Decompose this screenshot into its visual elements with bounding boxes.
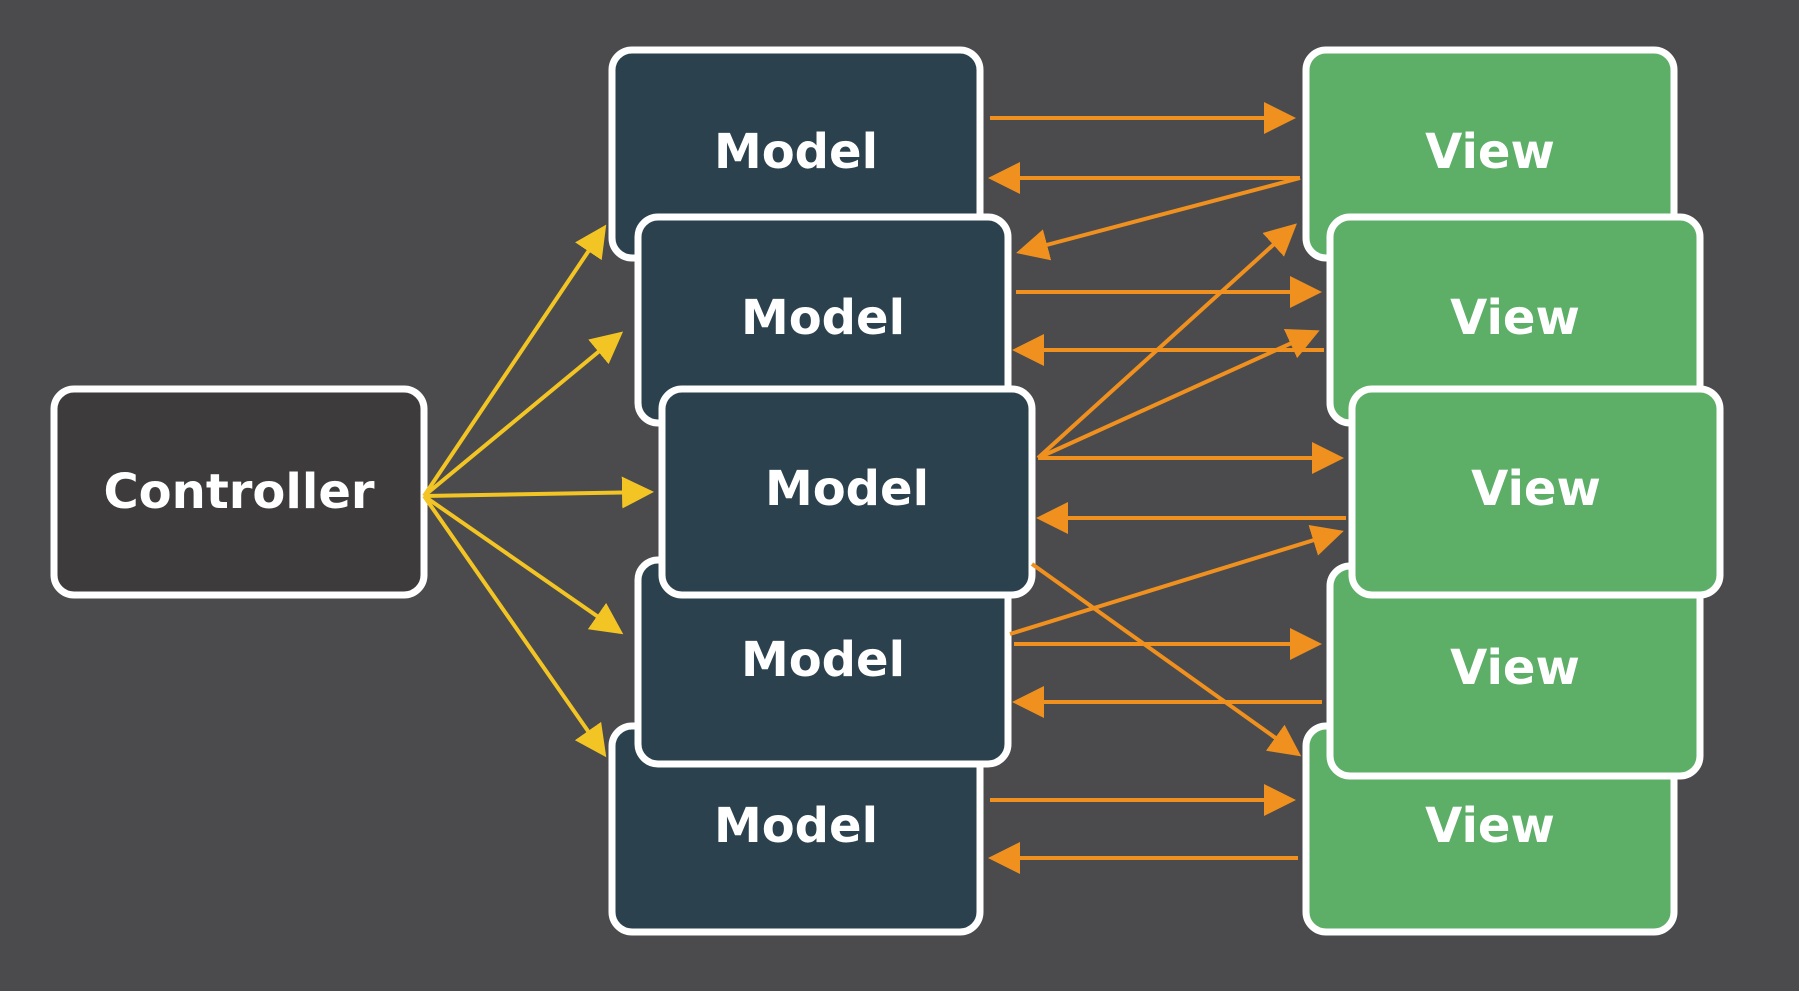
view-1-to-model-2-arrow <box>1016 176 1301 261</box>
model-box-2: Model <box>634 213 1012 427</box>
view-label-1: View <box>1425 124 1555 180</box>
model-box-3: Model <box>658 385 1036 599</box>
model-3-to-view-5-arrow <box>1030 562 1302 757</box>
controller-to-model-5-arrow <box>422 494 607 758</box>
controller-box-rect <box>50 385 428 599</box>
model-box-1: Model <box>608 46 984 262</box>
model-label-4: Model <box>741 632 905 688</box>
model-box-3-rect <box>658 385 1036 599</box>
controller-to-model-1-arrow <box>422 224 607 498</box>
model-view-arrows <box>988 102 1346 874</box>
view-box-1: View <box>1302 46 1678 262</box>
view-label-2: View <box>1450 290 1580 346</box>
model-3-to-view-2-arrow <box>1037 328 1320 460</box>
controller-box: Controller <box>50 385 428 599</box>
controller-to-model-2-arrow <box>422 331 624 498</box>
model-label-5: Model <box>714 798 878 854</box>
model-box-4: Model <box>634 556 1012 768</box>
model-label-2: Model <box>741 290 905 346</box>
view-label-5: View <box>1425 798 1555 854</box>
controller-to-model-4-arrow <box>422 494 624 635</box>
model-label-3: Model <box>765 461 929 517</box>
view-label-4: View <box>1450 640 1580 696</box>
controller-label: Controller <box>103 464 374 520</box>
model-label-1: Model <box>714 124 878 180</box>
view-label-3: View <box>1471 461 1601 517</box>
controller-to-model-3-arrow <box>423 476 654 509</box>
view-box-3-rect <box>1348 385 1724 599</box>
view-box-3: View <box>1348 385 1724 599</box>
model-box-5: Model <box>608 722 984 936</box>
controller-arrows <box>422 224 654 758</box>
model-4-to-view-3-arrow <box>1009 524 1344 636</box>
model-3-to-view-1-arrow <box>1036 223 1297 460</box>
